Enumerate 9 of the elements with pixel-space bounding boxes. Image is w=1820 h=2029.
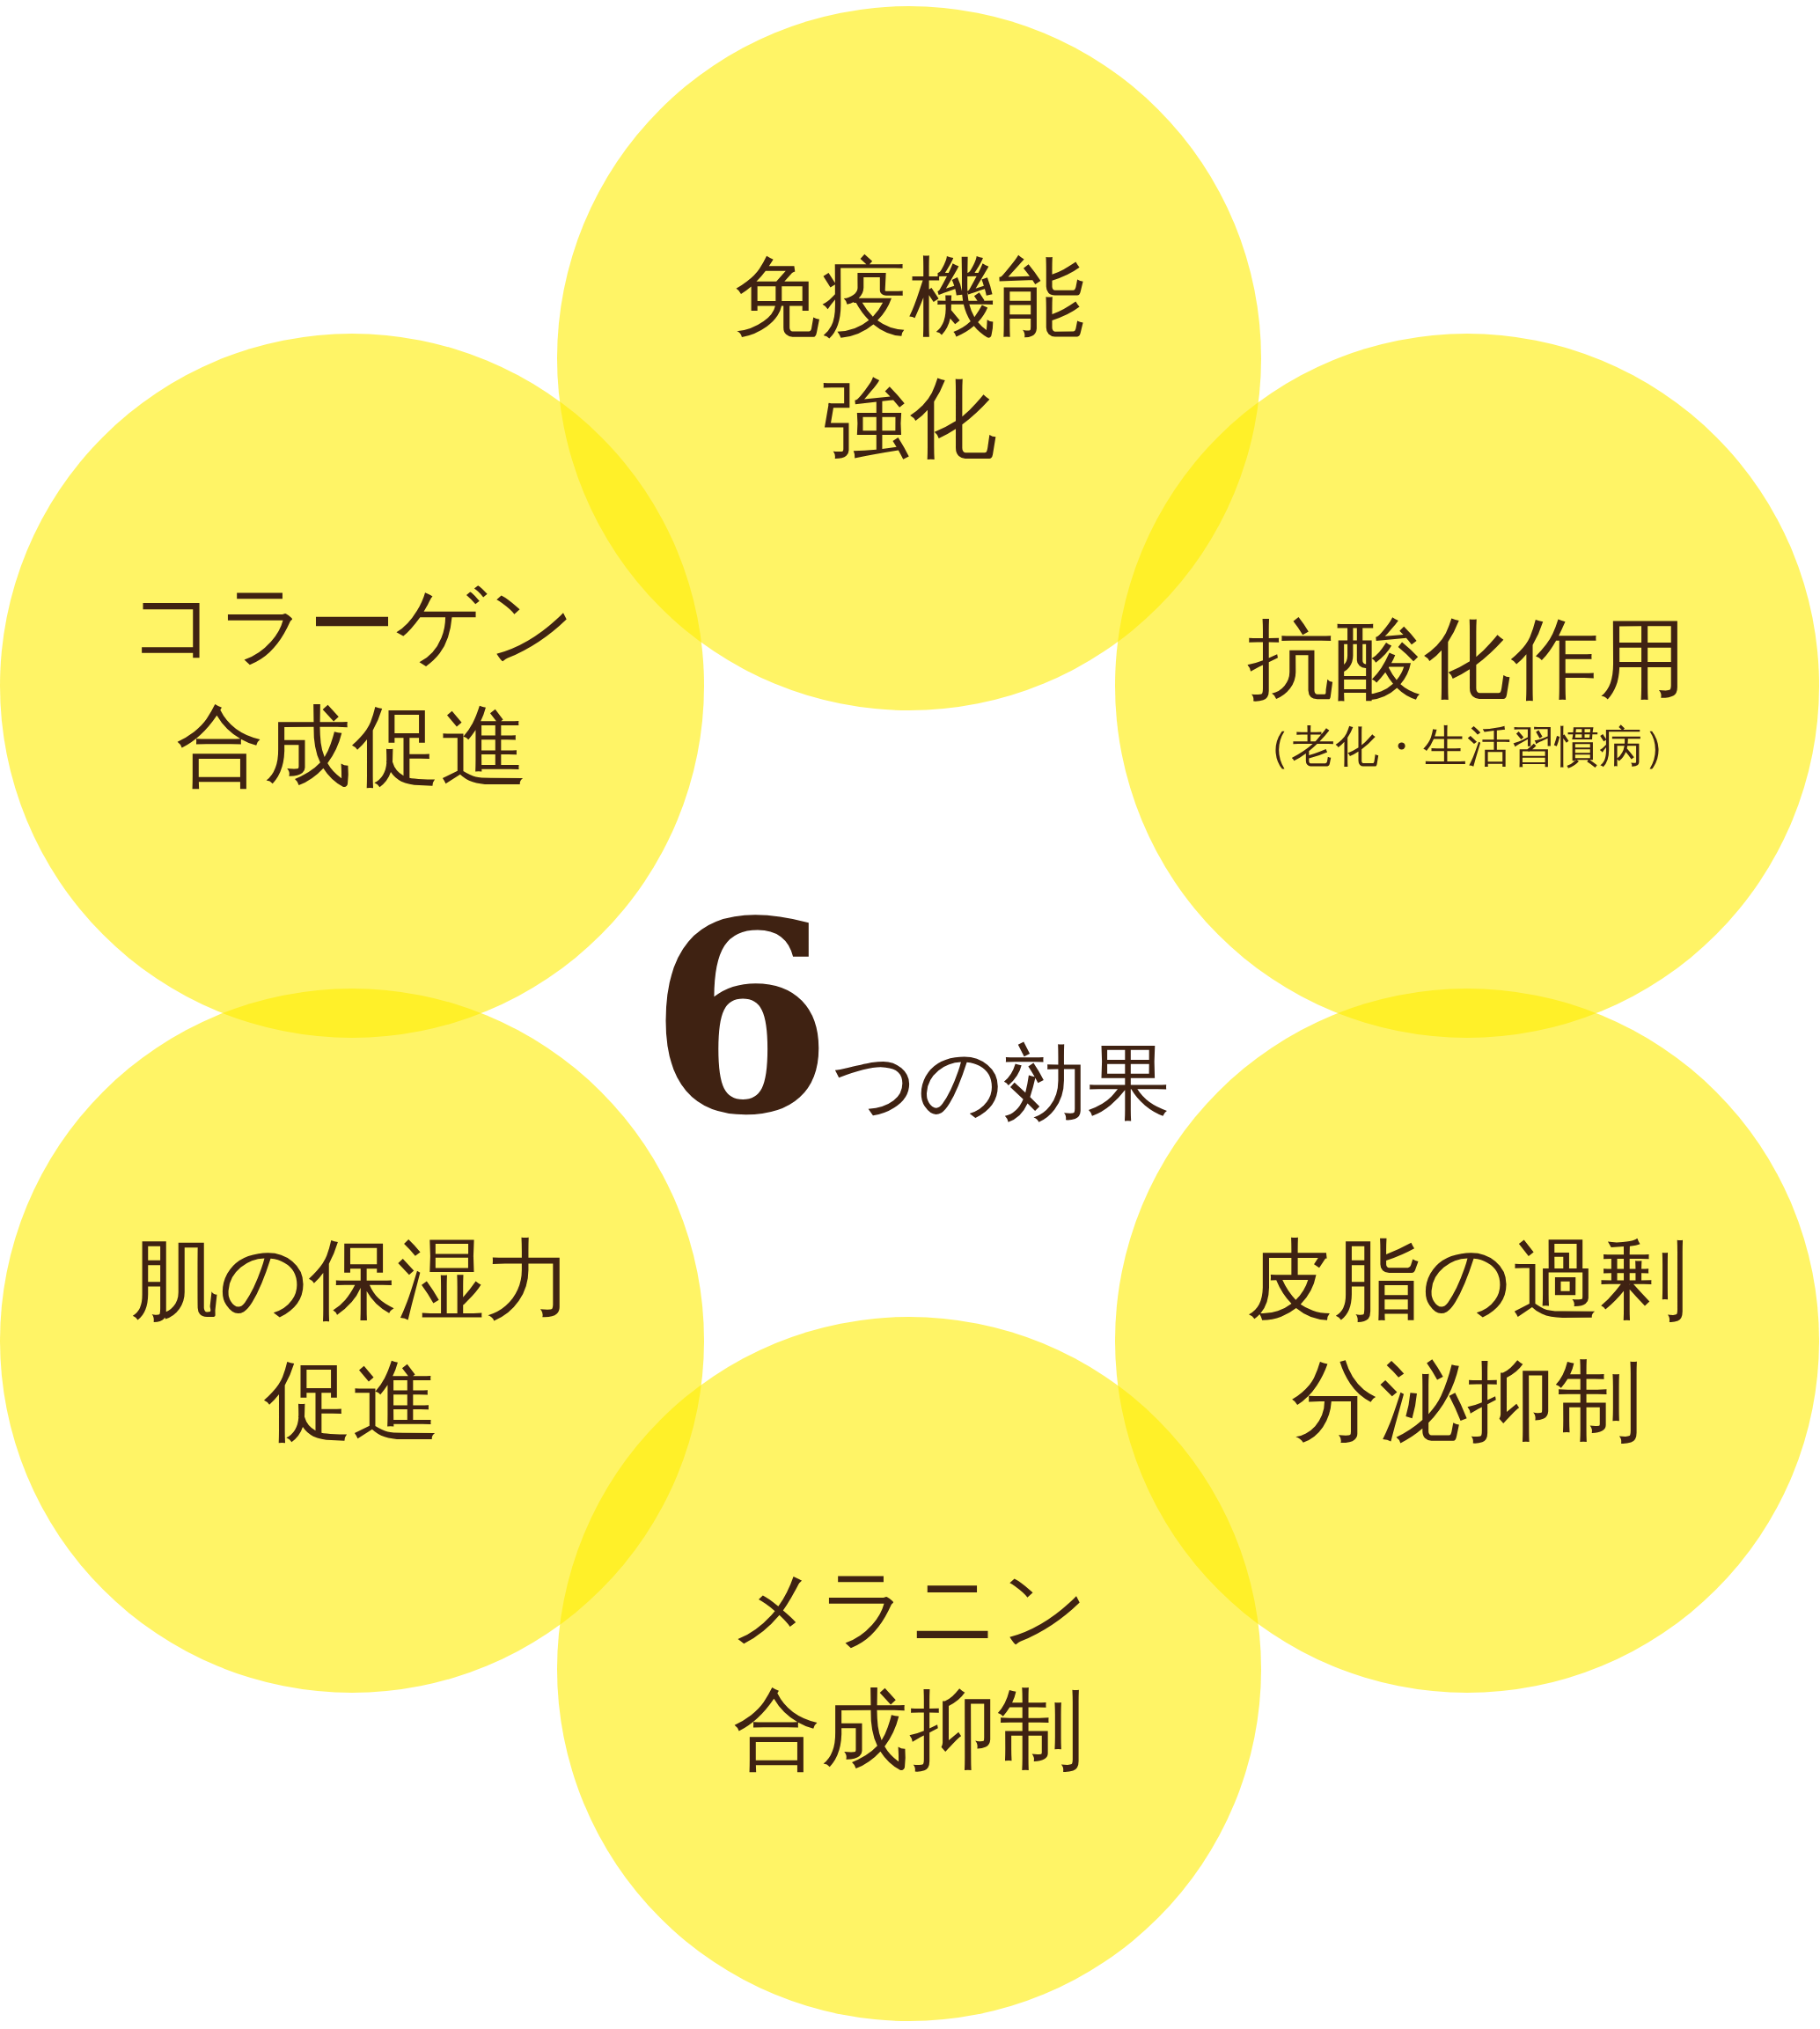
effect-label: コラーゲン合成促進 bbox=[128, 572, 576, 799]
effect-note: （老化・生活習慣病） bbox=[1247, 720, 1687, 773]
effect-label: 抗酸化作用 bbox=[1246, 606, 1688, 712]
title-number: 6 bbox=[649, 863, 833, 1173]
effect-label: 肌の保湿力促進 bbox=[130, 1227, 574, 1454]
effect-label: 免疫機能強化 bbox=[732, 245, 1086, 472]
title-text: つの効果 bbox=[833, 1033, 1171, 1130]
effect-label: メラニン合成抑制 bbox=[729, 1555, 1090, 1783]
effect-label: 皮脂の過剰分泌抑制 bbox=[1245, 1227, 1689, 1454]
